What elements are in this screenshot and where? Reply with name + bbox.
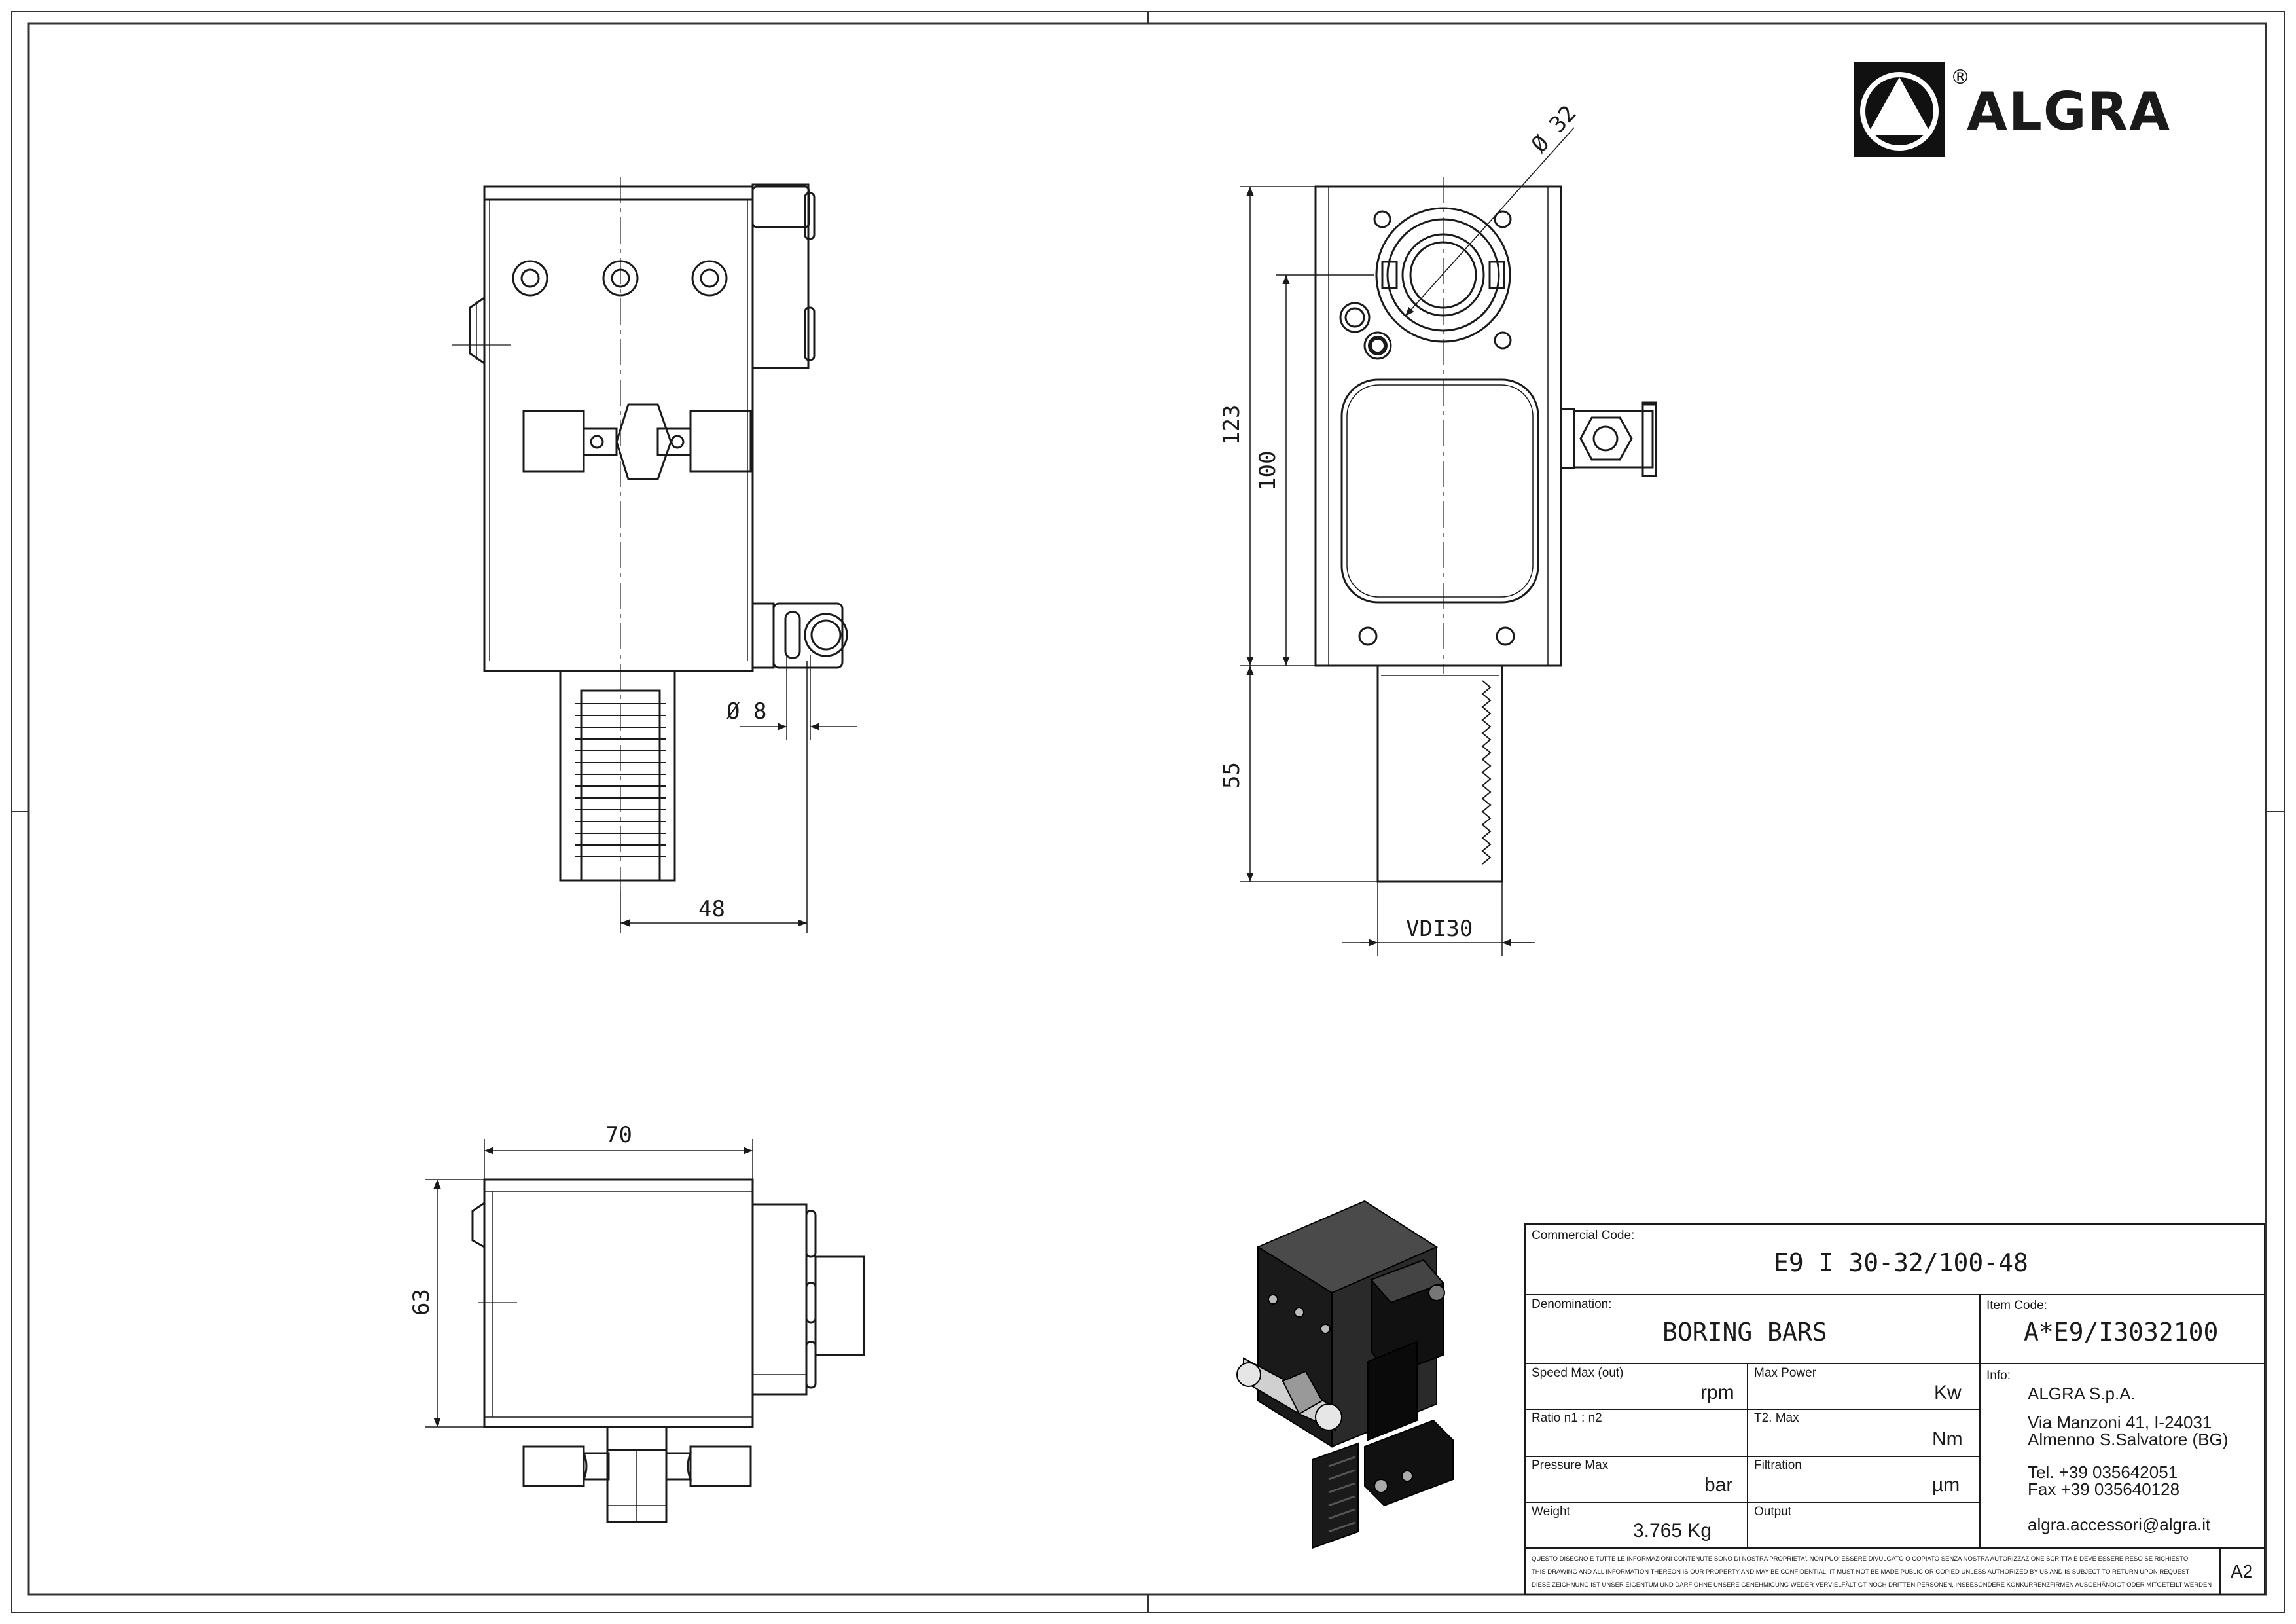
confidentiality-notice-it: QUESTO DISEGNO E TUTTE LE INFORMAZIONI C… <box>1532 1555 2188 1562</box>
view-front <box>452 177 848 890</box>
filtration-label: Filtration <box>1754 1458 1802 1472</box>
view-side <box>1314 177 1657 883</box>
sheet-size: A2 <box>2231 1561 2253 1581</box>
dim-depth-63: 63 <box>408 1289 435 1316</box>
info-label: Info: <box>1986 1369 2011 1382</box>
sheet-border <box>11 11 2285 1613</box>
logo-registered-mark: ® <box>1950 66 1970 89</box>
dim-width-48: 48 <box>698 896 725 922</box>
company-address-2: Almenno S.Salvatore (BG) <box>2028 1430 2228 1449</box>
power-unit: Kw <box>1934 1382 1962 1403</box>
screw-holes <box>512 260 728 297</box>
weight-label: Weight <box>1532 1505 1571 1519</box>
view-front-dimensions <box>620 655 857 933</box>
dim-height-100: 100 <box>1255 451 1281 491</box>
view-side-dimensions <box>1240 127 1575 956</box>
item-code-value: A*E9/I3032100 <box>2024 1318 2218 1346</box>
company-fax: Fax +39 035640128 <box>2028 1479 2179 1499</box>
weight-value: 3.765 Kg <box>1633 1520 1712 1542</box>
t2-label: T2. Max <box>1754 1411 1799 1425</box>
commercial-code-value: E9 I 30-32/100-48 <box>1774 1248 2028 1277</box>
dim-diameter-8: Ø 8 <box>726 698 766 725</box>
confidentiality-notice-en: THIS DRAWING AND ALL INFORMATION THEREON… <box>1532 1568 2189 1576</box>
power-label: Max Power <box>1754 1366 1817 1380</box>
output-label: Output <box>1754 1505 1792 1519</box>
dim-width-70: 70 <box>605 1122 632 1148</box>
logo-brand: ALGRA <box>1967 81 2171 142</box>
company-tel: Tel. +39 035642051 <box>2028 1462 2178 1482</box>
pressure-label: Pressure Max <box>1532 1458 1609 1472</box>
denomination-value: BORING BARS <box>1662 1318 1827 1346</box>
title-block <box>1524 1223 2265 1595</box>
view-top <box>471 1178 865 1523</box>
t2-unit: Nm <box>1932 1428 1963 1450</box>
dim-shank-55: 55 <box>1219 762 1245 789</box>
ratio-label: Ratio n1 : n2 <box>1532 1411 1602 1425</box>
view-top-dimensions <box>425 1139 753 1428</box>
view-isometric-3d <box>1236 1200 1454 1549</box>
item-code-label: Item Code: <box>1986 1299 2047 1312</box>
filtration-unit: µm <box>1932 1474 1960 1496</box>
company-address-1: Via Manzoni 41, I-24031 <box>2028 1413 2212 1432</box>
dim-shank-vdi30: VDI30 <box>1406 916 1473 942</box>
commercial-code-label: Commercial Code: <box>1532 1229 1634 1242</box>
denomination-label: Denomination: <box>1532 1297 1612 1311</box>
company-email: algra.accessori@algra.it <box>2028 1515 2211 1534</box>
speed-unit: rpm <box>1700 1382 1734 1403</box>
speed-label: Speed Max (out) <box>1532 1366 1623 1380</box>
company-name: ALGRA S.p.A. <box>2028 1384 2136 1403</box>
algra-logo: ® ALGRA <box>1854 62 2171 157</box>
confidentiality-notice-de: DIESE ZEICHNUNG IST UNSER EIGENTUM UND D… <box>1532 1581 2212 1589</box>
pressure-unit: bar <box>1704 1474 1732 1496</box>
dim-height-123: 123 <box>1219 405 1245 445</box>
